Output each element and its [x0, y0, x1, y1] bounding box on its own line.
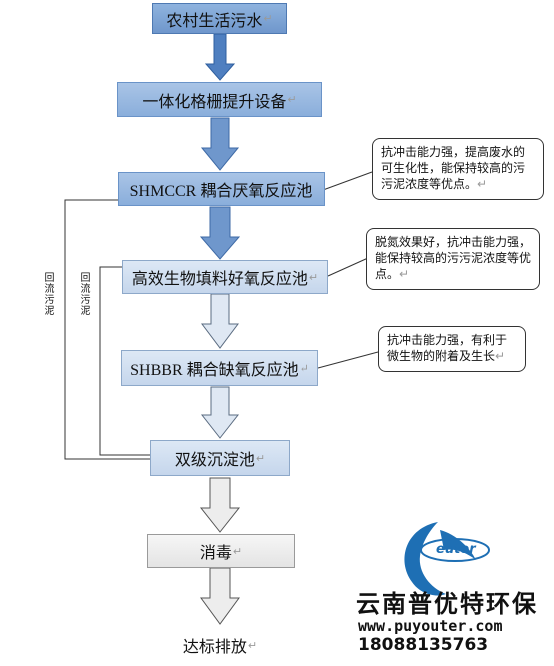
paragraph-mark: ↵	[308, 270, 319, 284]
paragraph-mark: ↵	[263, 12, 273, 25]
arrow-down-5	[200, 386, 240, 439]
paragraph-mark: ↵	[255, 451, 266, 465]
paragraph-mark: ↵	[247, 638, 258, 652]
node-grille-lift: 一体化格栅提升设备↵	[117, 82, 322, 117]
paragraph-mark: ↵	[232, 544, 243, 558]
arrow-down-4	[201, 293, 239, 349]
paragraph-mark: ↵	[495, 349, 506, 363]
paragraph-mark: ↵	[399, 267, 410, 281]
logo-emblem	[404, 522, 490, 596]
node-label: SHMCCR 耦合厌氧反应池	[129, 183, 313, 200]
callout-pointer-3	[317, 351, 379, 369]
company-name: 云南普优特环保	[356, 590, 538, 618]
node-rural-sewage: 农村生活污水↵	[152, 3, 287, 34]
node-label: 农村生活污水	[166, 10, 263, 30]
arrow-down-6	[199, 477, 241, 533]
logo-brand-mark: eutor	[436, 542, 476, 557]
arrow-down-2	[200, 117, 240, 171]
callout-anaerobic: 抗冲击能力强，提高废水的可生化性，能保持较高的污污泥浓度等优点。↵	[372, 138, 544, 200]
return-line-inner	[99, 266, 150, 456]
node-double-sedimentation: 双级沉淀池↵	[150, 440, 290, 476]
arrow-down-7	[200, 567, 240, 625]
node-label: 高效生物填料好氧反应池	[131, 269, 308, 288]
node-label: 一体化格栅提升设备	[142, 91, 287, 111]
paragraph-mark: ↵	[299, 362, 309, 375]
callout-text: 脱氮效果好，抗冲击能力强，能保持较高的污污泥浓度等优点。	[375, 235, 532, 281]
company-website: www.puyouter.com	[358, 617, 503, 635]
node-aerobic-filler: 高效生物填料好氧反应池↵	[122, 260, 328, 294]
paragraph-mark: ↵	[287, 93, 297, 106]
node-label: 消毒	[199, 543, 232, 562]
node-label: SHBBR 耦合缺氧反应池	[130, 362, 299, 379]
node-shbbr-anoxic: SHBBR 耦合缺氧反应池↵	[121, 350, 318, 386]
return-label-inner: 回流污泥	[78, 272, 89, 316]
callout-pointer-2	[327, 257, 369, 277]
return-label-outer: 回流污泥	[42, 272, 53, 316]
paragraph-mark: ↵	[477, 177, 488, 191]
callout-aerobic: 脱氮效果好，抗冲击能力强，能保持较高的污污泥浓度等优点。↵	[366, 228, 540, 290]
node-label: 双级沉淀池	[174, 450, 255, 469]
node-shmccr-anaerobic: SHMCCR 耦合厌氧反应池	[118, 172, 325, 206]
company-logo: eutor 云南普优特环保 www.puyouter.com 180881357…	[354, 518, 550, 664]
callout-text: 抗冲击能力强，提高废水的可生化性，能保持较高的污污泥浓度等优点。	[381, 145, 526, 191]
callout-anoxic: 抗冲击能力强，有利于微生物的附着及生长↵	[378, 326, 526, 372]
node-discharge: 达标排放↵	[170, 632, 270, 658]
return-line-outer	[64, 199, 150, 460]
company-phone: 18088135763	[358, 635, 489, 655]
arrow-down-1	[204, 33, 236, 81]
callout-pointer-1	[322, 171, 373, 191]
callout-text: 抗冲击能力强，有利于微生物的附着及生长	[387, 333, 508, 363]
arrow-down-3	[199, 206, 241, 260]
node-label: 达标排放	[182, 637, 247, 656]
node-disinfection: 消毒↵	[147, 534, 295, 568]
